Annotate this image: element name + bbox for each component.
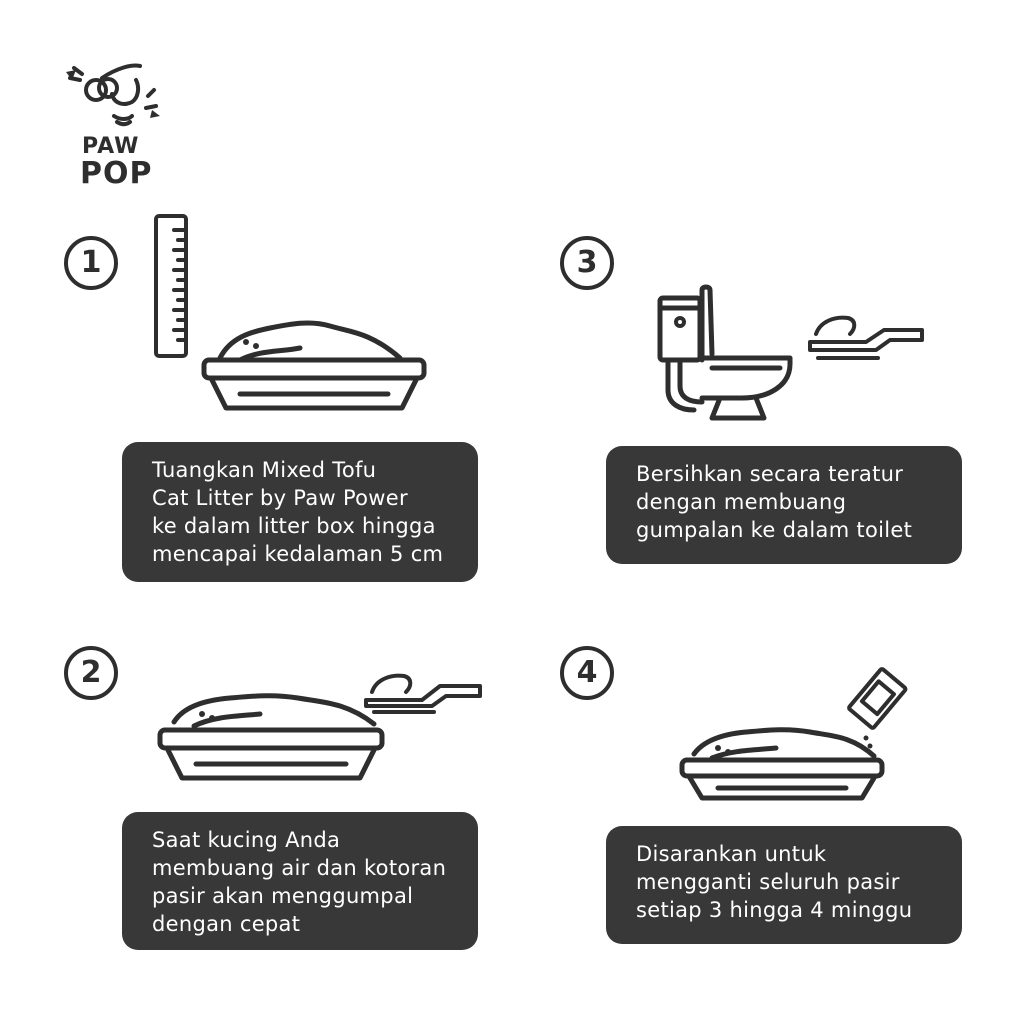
step-3-line: dengan membuang [636,490,847,514]
step-2-line: pasir akan menggumpal [152,884,414,908]
step-2-description: Saat kucing Anda membuang air dan kotora… [122,812,478,950]
ruler-litter-box-icon [154,214,427,411]
step-2-line: dengan cepat [152,912,301,936]
step-4-number: 4 [560,646,614,700]
toilet-scoop-icon [657,284,924,421]
paw-pop-icon [66,63,160,127]
step-3-description: Bersihkan secara teratur dengan membuang… [606,446,962,564]
logo-text-pop: POP [80,156,153,191]
logo: PAW POP [62,58,162,191]
step-4-line: Disarankan untuk [636,842,827,866]
step-2-number: 2 [64,646,118,700]
step-1-line: Cat Litter by Paw Power [152,486,408,510]
step-2-line: membuang air dan kotoran [152,856,447,880]
step-1-line: Tuangkan Mixed Tofu [152,458,377,482]
step-1-description: Tuangkan Mixed Tofu Cat Litter by Paw Po… [122,442,478,582]
step-1-line: mencapai kedalaman 5 cm [152,542,444,566]
step-2-line: Saat kucing Anda [152,828,341,852]
step-4-line: setiap 3 hingga 4 minggu [636,898,913,922]
step-1-line: ke dalam litter box hingga [152,514,436,538]
litter-box-scoop-icon [157,673,482,781]
step-4-description: Disarankan untuk mengganti seluruh pasir… [606,826,962,944]
step-1-number: 1 [64,236,118,290]
step-3-line: gumpalan ke dalam toilet [636,518,913,542]
step-3-number: 3 [560,236,614,290]
logo-text-paw: PAW [82,134,140,159]
step-3-line: Bersihkan secara teratur [636,462,904,486]
litter-box-refill-bag-icon [679,667,908,801]
step-4-line: mengganti seluruh pasir [636,870,900,894]
